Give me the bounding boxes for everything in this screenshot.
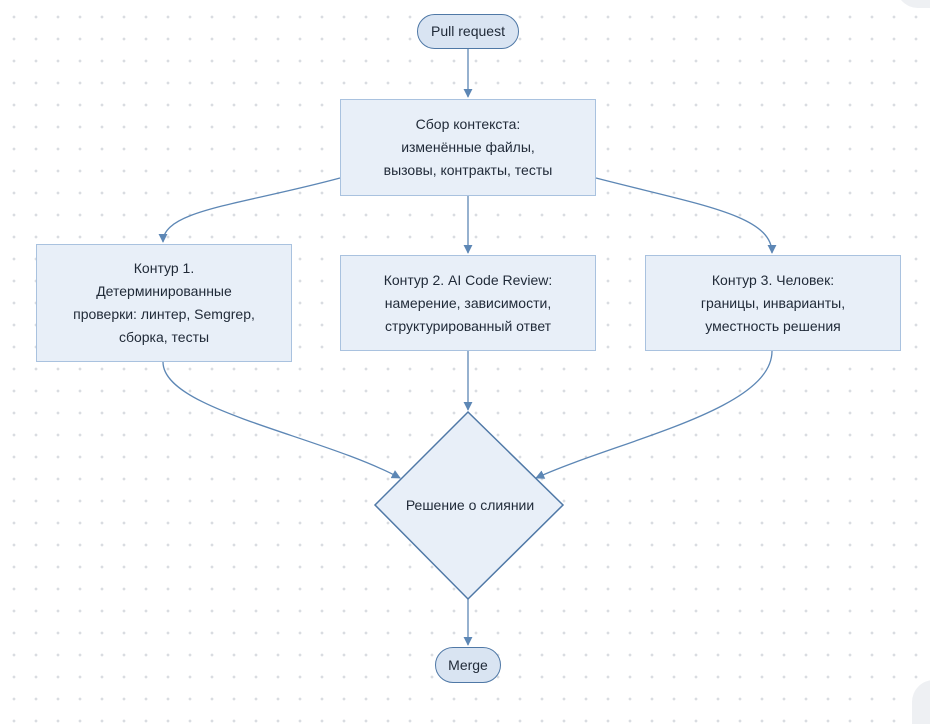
- start-node-label: Pull request: [431, 23, 505, 39]
- loop1-node[interactable]: Контур 1. Детерминированные проверки: ли…: [36, 244, 292, 362]
- loop1-line-1: Контур 1.: [133, 260, 195, 276]
- decision-diamond[interactable]: [373, 410, 565, 601]
- edge-context-to-loop1: [158, 177, 341, 243]
- corner-decoration: [896, 0, 930, 8]
- decision-label: Решение о слиянии: [405, 497, 535, 513]
- context-node[interactable]: Сбор контекста: изменённые файлы, вызовы…: [340, 99, 596, 196]
- merge-node-label: Merge: [448, 656, 488, 673]
- edges-layer: [158, 48, 777, 646]
- loop2-line-3: структурированный ответ: [384, 317, 552, 334]
- loop2-line-2: намерение, зависимости,: [384, 294, 552, 311]
- edge-loop1-to-decision: [162, 361, 401, 479]
- loop2-node[interactable]: Контур 2. AI Code Review: намерение, зав…: [340, 255, 596, 351]
- loop3-line-3: уместность решения: [705, 317, 841, 334]
- loop1-line-3: проверки: линтер, Semgrep,: [73, 306, 255, 322]
- decision-node[interactable]: [0, 0, 930, 700]
- edge-loop3-to-decision: [535, 350, 773, 479]
- edge-context-to-loop3: [595, 177, 777, 254]
- loop1-line-2: Детерминированные: [96, 283, 232, 299]
- context-line-3: вызовы, контракты, тесты: [383, 162, 553, 178]
- loop1-line-4: сборка, тесты: [118, 329, 210, 345]
- merge-node[interactable]: Merge: [435, 647, 501, 683]
- loop3-line-1: Контур 3. Человек:: [711, 271, 835, 288]
- loop3-node[interactable]: Контур 3. Человек: границы, инварианты, …: [645, 255, 901, 351]
- context-line-2: изменённые файлы,: [401, 139, 535, 155]
- context-line-1: Сбор контекста:: [415, 116, 521, 132]
- start-node[interactable]: Pull request: [417, 14, 519, 49]
- loop2-line-1: Контур 2. AI Code Review:: [383, 271, 553, 288]
- loop3-line-2: границы, инварианты,: [700, 294, 846, 311]
